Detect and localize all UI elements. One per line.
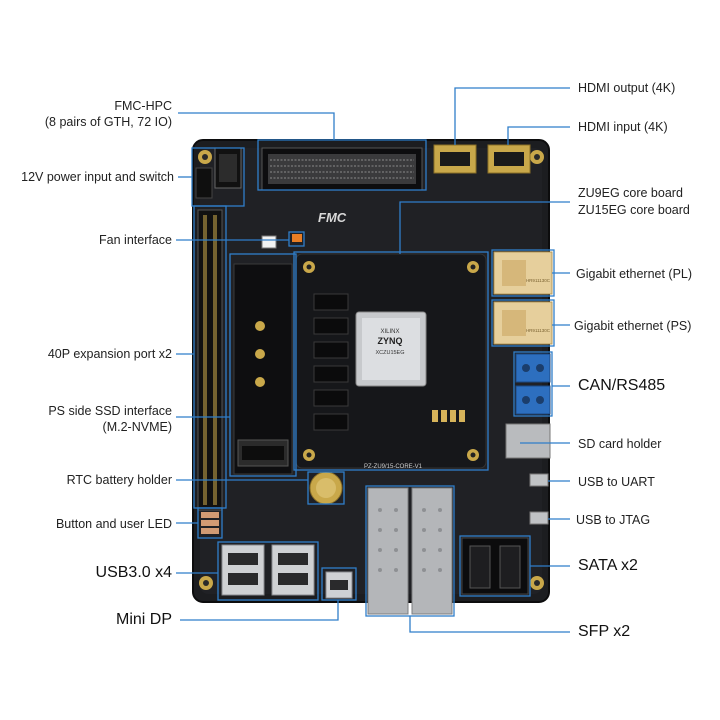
label-fmc-hpc: FMC-HPC — [114, 99, 172, 113]
chip-brand: XILINX — [380, 329, 399, 335]
mini-dp-opening — [330, 580, 348, 590]
core-label: PZ-ZU9/15-CORE-V1 — [364, 464, 423, 470]
usb-jtag-port — [529, 511, 549, 525]
eth-jack-text-2: HR911130C — [526, 328, 551, 333]
can-terminal-blocks — [515, 353, 551, 415]
label-ssd: PS side SSD interface — [48, 404, 172, 418]
usb-uart-port — [529, 473, 549, 487]
mounting-holes — [198, 150, 544, 590]
eth-jack-text-1: HR911130C — [526, 278, 551, 283]
label-core2: ZU15EG core board — [578, 203, 690, 217]
label-fmc-hpc-sub: (8 pairs of GTH, 72 IO) — [44, 115, 172, 129]
chip-series: ZYNQ — [377, 336, 402, 346]
label-ssd-sub: (M.2-NVME) — [102, 420, 172, 434]
fmc-logo-text: FMC — [318, 210, 347, 225]
label-power: 12V power input and switch — [21, 170, 174, 184]
fpga-chip — [355, 311, 427, 387]
rtc-battery-holder — [309, 471, 343, 505]
sfp-cages — [367, 487, 453, 615]
label-jtag: USB to JTAG — [576, 513, 651, 527]
label-uart: USB to UART — [578, 475, 655, 489]
sata-connectors — [461, 537, 529, 595]
label-rtc: RTC battery holder — [66, 473, 172, 487]
label-can: CAN/RS485 — [578, 377, 666, 394]
callout-lines — [176, 87, 570, 633]
label-expansion: 40P expansion port x2 — [47, 347, 172, 361]
label-sata: SATA x2 — [578, 557, 638, 574]
label-hdmi-out: HDMI output (4K) — [578, 81, 676, 95]
label-eth-pl: Gigabit ethernet (PL) — [576, 267, 693, 281]
hdmi-connectors — [433, 144, 531, 174]
ethernet-jacks — [493, 251, 553, 345]
label-sd: SD card holder — [578, 437, 662, 451]
label-hdmi-in: HDMI input (4K) — [578, 120, 668, 134]
label-fan: Fan interface — [99, 233, 172, 247]
fmc-connector — [261, 147, 423, 191]
chip-part: XCZU15EG — [375, 350, 404, 356]
label-core1: ZU9EG core board — [578, 186, 683, 200]
label-minidp: Mini DP — [115, 611, 172, 628]
label-usb3: USB3.0 x4 — [95, 564, 172, 581]
label-eth-ps: Gigabit ethernet (PS) — [574, 319, 692, 333]
buttons-and-leds — [201, 512, 219, 534]
power-jack — [195, 147, 242, 199]
fan-led — [292, 234, 302, 242]
label-sfp: SFP x2 — [578, 623, 631, 640]
fan-connector — [261, 235, 277, 249]
label-button: Button and user LED — [55, 517, 172, 531]
sd-card-holder — [505, 423, 551, 459]
m2-slot — [233, 263, 293, 475]
usb3-ports — [221, 544, 315, 596]
expansion-headers — [197, 209, 223, 511]
